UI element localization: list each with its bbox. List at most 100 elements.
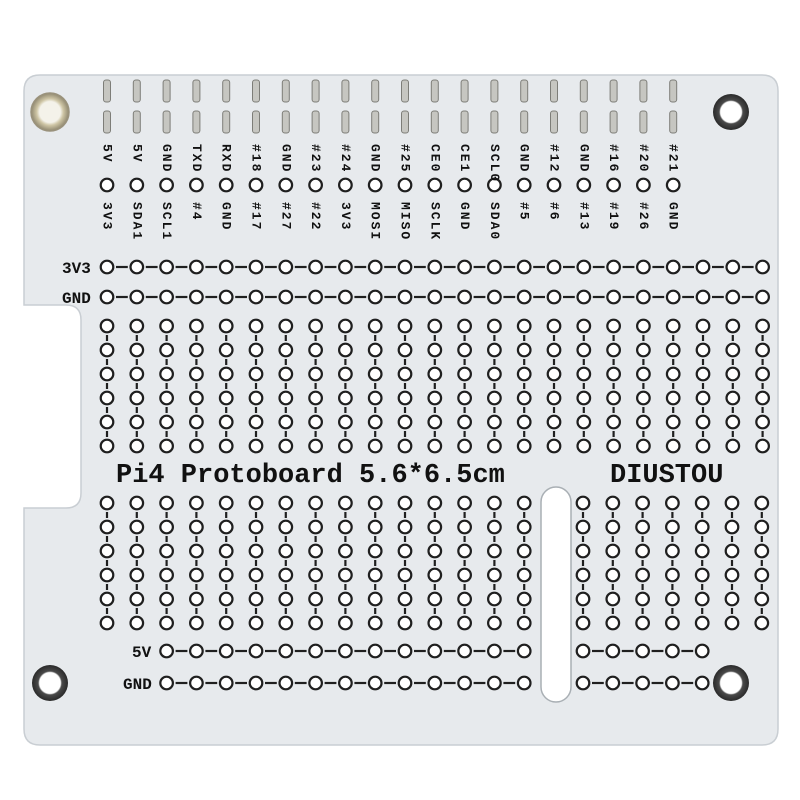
solder-hole xyxy=(546,342,562,358)
solder-hole xyxy=(397,591,413,607)
solder-hole xyxy=(248,675,264,691)
header-pin xyxy=(162,110,171,134)
solder-hole xyxy=(397,519,413,535)
solder-hole xyxy=(487,438,502,454)
solder-hole xyxy=(218,543,234,559)
pin-label-top: SCL0 xyxy=(487,144,502,183)
solder-hole xyxy=(367,519,383,535)
pin-label-top: TXD xyxy=(189,144,204,173)
solder-hole xyxy=(457,543,473,559)
solder-hole xyxy=(248,390,264,406)
solder-hole xyxy=(606,259,621,275)
solder-hole xyxy=(457,289,473,305)
solder-hole xyxy=(188,643,204,659)
solder-hole xyxy=(99,342,115,358)
solder-hole xyxy=(248,643,264,659)
solder-hole xyxy=(397,318,413,334)
header-pin xyxy=(371,79,380,103)
solder-hole xyxy=(188,177,204,193)
solder-hole xyxy=(487,414,502,430)
solder-hole xyxy=(427,259,443,275)
solder-hole xyxy=(487,643,502,659)
hole-grid xyxy=(99,177,770,691)
solder-hole xyxy=(248,318,264,334)
solder-hole xyxy=(457,259,473,275)
solder-hole xyxy=(427,615,443,631)
solder-hole xyxy=(367,438,383,454)
solder-hole xyxy=(188,259,204,275)
solder-hole xyxy=(457,390,473,406)
solder-hole xyxy=(248,591,264,607)
solder-hole xyxy=(338,591,353,607)
solder-hole xyxy=(129,318,145,334)
solder-hole xyxy=(308,318,324,334)
pin-label-top: GND xyxy=(159,144,174,173)
solder-hole xyxy=(516,591,532,607)
solder-hole xyxy=(129,366,145,382)
solder-hole xyxy=(516,675,532,691)
solder-hole xyxy=(516,342,532,358)
solder-hole xyxy=(427,591,443,607)
solder-hole xyxy=(308,591,324,607)
solder-hole xyxy=(487,519,502,535)
solder-hole xyxy=(159,643,175,659)
solder-hole xyxy=(397,414,413,430)
solder-hole xyxy=(188,318,204,334)
solder-hole xyxy=(367,390,383,406)
solder-hole xyxy=(724,543,740,559)
solder-hole xyxy=(487,342,502,358)
mounting-hole-top-left xyxy=(30,92,70,132)
solder-hole xyxy=(636,414,651,430)
solder-hole xyxy=(724,495,740,511)
pin-label-bottom: 3V3 xyxy=(100,202,115,231)
solder-hole xyxy=(159,438,175,454)
solder-hole xyxy=(665,366,681,382)
solder-hole xyxy=(99,591,115,607)
solder-hole xyxy=(188,675,204,691)
solder-hole xyxy=(457,591,473,607)
solder-hole xyxy=(694,543,710,559)
solder-hole xyxy=(606,414,621,430)
header-pin xyxy=(222,79,231,103)
solder-hole xyxy=(606,342,621,358)
solder-hole xyxy=(308,519,324,535)
pin-label-bottom: #13 xyxy=(576,202,591,231)
solder-hole xyxy=(397,615,413,631)
solder-hole xyxy=(725,342,741,358)
solder-hole xyxy=(516,318,532,334)
solder-hole xyxy=(725,414,741,430)
solder-hole xyxy=(129,438,145,454)
solder-hole xyxy=(278,495,294,511)
solder-hole xyxy=(546,366,562,382)
solder-hole xyxy=(159,495,175,511)
solder-hole xyxy=(367,318,383,334)
solder-hole xyxy=(665,519,680,535)
solder-hole xyxy=(218,259,234,275)
solder-hole xyxy=(606,289,621,305)
solder-hole xyxy=(338,318,353,334)
solder-hole xyxy=(367,543,383,559)
solder-hole xyxy=(129,390,145,406)
header-pin xyxy=(579,79,588,103)
solder-hole xyxy=(754,543,770,559)
solder-hole xyxy=(397,643,413,659)
header-pin xyxy=(460,110,469,134)
solder-hole xyxy=(546,289,562,305)
mounting-hole-bottom-left xyxy=(32,665,68,701)
solder-hole xyxy=(338,675,353,691)
solder-hole xyxy=(397,366,413,382)
solder-hole xyxy=(487,543,502,559)
pin-label-bottom: #27 xyxy=(278,202,293,231)
solder-hole xyxy=(397,543,413,559)
solder-hole xyxy=(427,543,443,559)
solder-hole xyxy=(129,543,145,559)
brand-name: DIUSTOU xyxy=(610,461,723,491)
solder-hole xyxy=(635,591,650,607)
solder-hole xyxy=(755,342,770,358)
pin-label-top: #21 xyxy=(666,144,681,173)
solder-hole xyxy=(338,519,353,535)
solder-hole xyxy=(99,289,115,305)
pin-label-top: CE1 xyxy=(457,144,472,173)
